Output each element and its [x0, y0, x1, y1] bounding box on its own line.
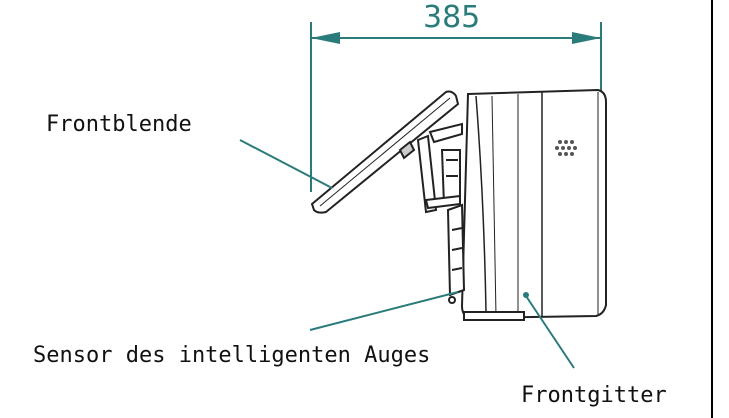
leader-frontgitter-dot [523, 292, 529, 298]
dimension-label: 385 [423, 0, 481, 35]
leader-frontblende [239, 139, 333, 189]
dimension-385 [310, 22, 602, 192]
label-frontblende: Frontblende [46, 112, 192, 137]
dimension-arrow-left [311, 32, 340, 44]
vent-grille [555, 140, 577, 156]
label-frontgitter: Frontgitter [521, 383, 667, 408]
front-panel [310, 90, 460, 214]
leader-lines [239, 139, 575, 369]
hinge-mechanism [416, 122, 466, 304]
label-sensor: Sensor des intelligenten Auges [33, 343, 431, 368]
leader-frontgitter [525, 295, 575, 369]
dimension-arrow-right [572, 32, 601, 44]
leader-sensor [309, 291, 459, 331]
cabinet-body [460, 88, 607, 321]
